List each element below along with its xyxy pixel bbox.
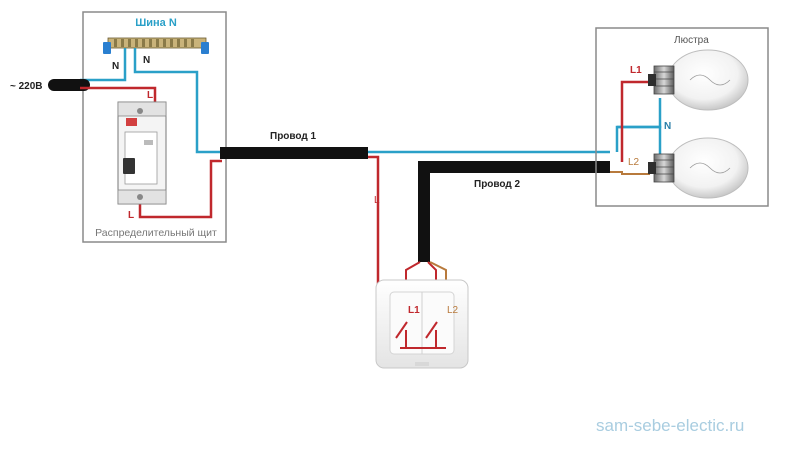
neutral-bus-label: Шина N xyxy=(135,17,177,29)
circuit-breaker xyxy=(117,101,167,205)
switch-key-1-label: L1 xyxy=(408,305,420,316)
chandelier-neutral-label: N xyxy=(664,121,671,132)
chandelier-frame xyxy=(595,27,769,207)
lamp-1 xyxy=(648,49,749,111)
bus-wire-left-label: N xyxy=(112,61,119,72)
neutral-wires xyxy=(80,48,662,158)
chandelier-title: Люстра xyxy=(674,35,709,46)
bus-wire-right-label: N xyxy=(143,55,150,66)
cable-2-label: Провод 2 xyxy=(474,179,521,190)
switch-wire-label: L xyxy=(374,195,380,206)
cable-1-label: Провод 1 xyxy=(270,131,317,142)
lamp-2-label: L2 xyxy=(628,157,640,168)
breaker-out-label: L xyxy=(128,210,134,221)
lamp-2 xyxy=(648,137,749,199)
switch-key-2-label: L2 xyxy=(447,305,459,316)
panel-title: Распределительный щит xyxy=(95,227,217,239)
watermark: sam-sebe-electic.ru xyxy=(596,416,744,435)
neutral-bus-bar xyxy=(103,37,209,54)
cable-2 xyxy=(418,161,610,262)
lamp-1-label: L1 xyxy=(630,65,642,76)
breaker-in-label: L xyxy=(147,90,153,101)
distribution-panel-frame xyxy=(82,11,227,243)
double-light-switch xyxy=(375,279,469,369)
supply-voltage-label: ~ 220В xyxy=(10,81,43,92)
